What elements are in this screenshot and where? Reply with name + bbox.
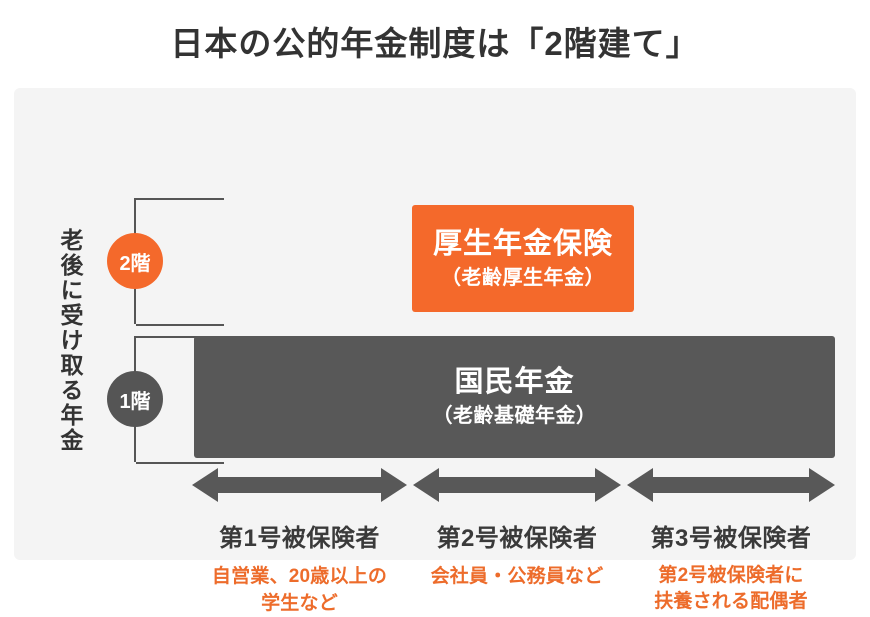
category-2-detail: 会社員・公務員など (413, 563, 621, 590)
diagram-panel: 老後に受け取る年金 2階 1階 厚生年金保険 （老齢厚生年金） 国民年金 （老齢… (14, 88, 856, 614)
double-headed-arrow-icon-2 (413, 466, 621, 504)
category-3-detail-line2: 扶養される配偶者 (654, 591, 808, 612)
category-3-heading: 第3号被保険者 (650, 525, 812, 552)
badge-floor1: 1階 (107, 371, 163, 427)
category-column-3: 第3号被保険者 第2号被保険者に 扶養される配偶者 (627, 522, 835, 615)
vertical-axis-label: 老後に受け取る年金 (57, 227, 83, 453)
double-headed-arrow-icon-1 (192, 466, 407, 504)
category-column-2: 第2号被保険者 会社員・公務員など (413, 522, 621, 590)
category-2-heading: 第2号被保険者 (436, 525, 598, 552)
category-column-1: 第1号被保険者 自営業、20歳以上の 学生など (192, 522, 407, 617)
tier-lower-subtitle: （老齢基礎年金） (432, 405, 597, 427)
category-2-detail-line1: 会社員・公務員など (430, 566, 604, 587)
category-1-detail-line2: 学生など (261, 593, 338, 614)
category-3-detail-line1: 第2号被保険者に (658, 565, 804, 586)
category-1-detail: 自営業、20歳以上の 学生など (192, 563, 407, 617)
tier-lower-title: 国民年金 (454, 366, 575, 398)
category-1-heading: 第1号被保険者 (219, 525, 380, 552)
tier-upper-subtitle: （老齢厚生年金） (441, 266, 605, 289)
category-1-detail-line1: 自営業、20歳以上の (211, 566, 388, 587)
tier-box-national-pension: 国民年金 （老齢基礎年金） (194, 336, 835, 458)
tier-box-employee-pension: 厚生年金保険 （老齢厚生年金） (412, 205, 634, 312)
category-3-detail: 第2号被保険者に 扶養される配偶者 (627, 563, 835, 615)
tier-upper-title: 厚生年金保険 (432, 227, 613, 260)
page-title: 日本の公的年金制度は「2階建て」 (170, 25, 700, 62)
badge-floor2: 2階 (107, 233, 163, 289)
diagram-page: 日本の公的年金制度は「2階建て」 老後に受け取る年金 2階 1階 厚生年金保険 … (14, 25, 856, 614)
double-headed-arrow-icon-3 (627, 466, 835, 504)
